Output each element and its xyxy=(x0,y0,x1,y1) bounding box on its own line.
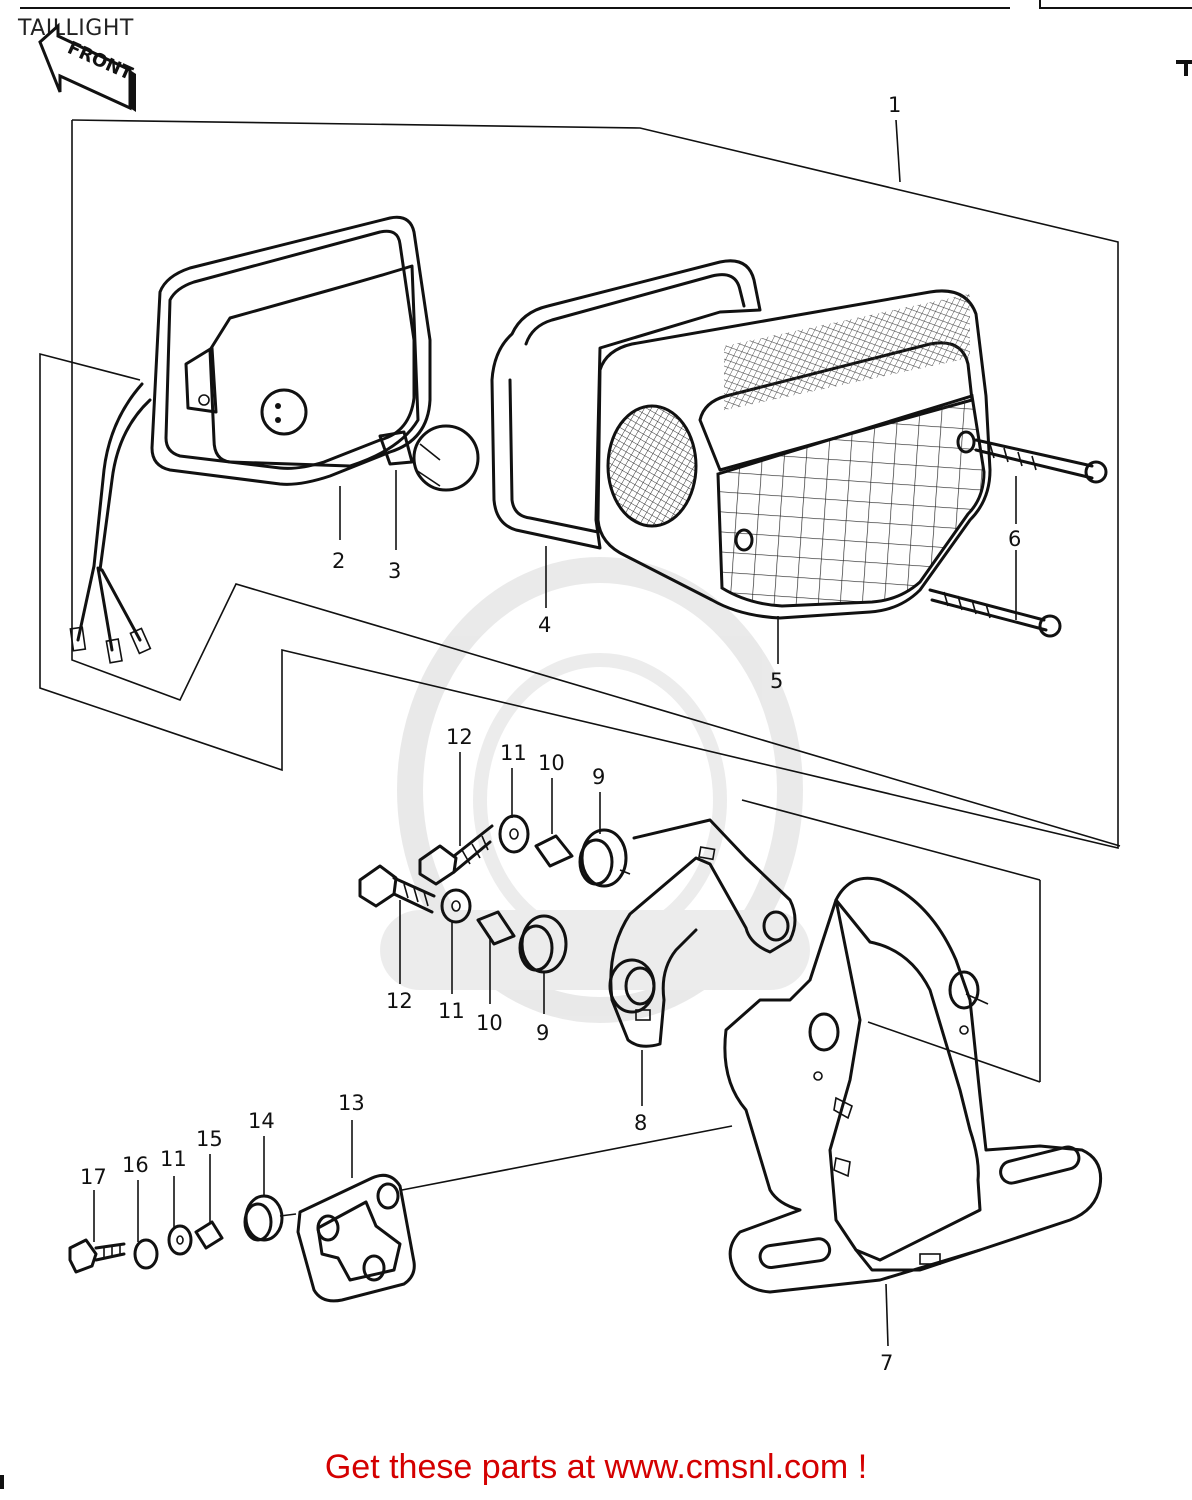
callout-13: 13 xyxy=(338,1091,365,1115)
callout-16: 16 xyxy=(122,1153,149,1177)
bulb xyxy=(378,424,480,492)
callout-17: 17 xyxy=(80,1165,107,1189)
leader-lines xyxy=(93,119,1041,1347)
mounting-hardware-upper xyxy=(418,814,631,888)
footer-link-text[interactable]: Get these parts at www.cmsnl.com ! xyxy=(324,1448,868,1486)
callout-4: 4 xyxy=(538,613,551,637)
callout-10a: 10 xyxy=(538,751,565,775)
callout-2: 2 xyxy=(332,549,345,573)
license-bracket xyxy=(723,876,1103,1294)
lower-fasteners xyxy=(68,1194,297,1274)
lamp-base xyxy=(69,215,432,664)
callout-11b: 11 xyxy=(438,999,465,1023)
callouts: 1 2 3 4 5 6 7 8 9 9 10 10 11 11 11 12 12… xyxy=(80,93,1021,1375)
watermark-logo xyxy=(380,557,810,1023)
lens-screws xyxy=(928,438,1108,638)
lower-plate xyxy=(296,1173,416,1303)
callout-14: 14 xyxy=(248,1109,275,1133)
callout-9a: 9 xyxy=(592,765,605,789)
lens xyxy=(596,289,992,620)
callout-6: 6 xyxy=(1008,527,1021,551)
callout-1: 1 xyxy=(888,93,901,117)
mounting-hardware-lower xyxy=(358,864,568,974)
callout-8: 8 xyxy=(634,1111,647,1135)
callout-11c: 11 xyxy=(160,1147,187,1171)
callout-9b: 9 xyxy=(536,1021,549,1045)
assembly-outline xyxy=(39,119,1121,850)
callout-12a: 12 xyxy=(446,725,473,749)
diagram-title: TAILLIGHT xyxy=(18,16,134,41)
callout-7: 7 xyxy=(880,1351,893,1375)
callout-12b: 12 xyxy=(386,989,413,1013)
front-direction-tag: FRONT xyxy=(38,22,136,112)
bracket xyxy=(608,818,797,1048)
callout-11a: 11 xyxy=(500,741,527,765)
callout-10b: 10 xyxy=(476,1011,503,1035)
gasket xyxy=(490,259,762,550)
callout-3: 3 xyxy=(388,559,401,583)
callout-15: 15 xyxy=(196,1127,223,1151)
callout-5: 5 xyxy=(770,669,783,693)
